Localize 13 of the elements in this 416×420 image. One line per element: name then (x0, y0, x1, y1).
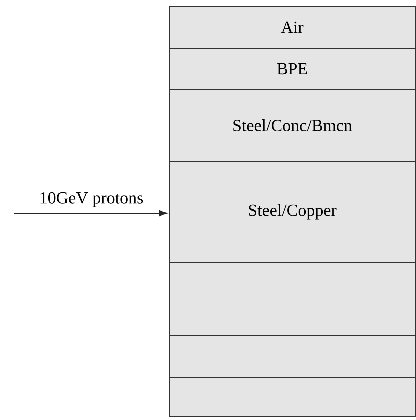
layer-band: Air (169, 6, 416, 49)
edge-label: 10GeV protons (40, 192, 144, 208)
layer-band (169, 262, 416, 336)
layer-band (169, 335, 416, 378)
node-label: BPE (277, 63, 308, 75)
node-label: Steel/Conc/Bmcn (234, 120, 352, 132)
layer-band: BPE (169, 48, 416, 90)
node-label: Air (281, 22, 304, 34)
layer-band (169, 377, 416, 417)
layer-band: Steel/Conc/Bmcn (169, 89, 416, 162)
layer-band: Steel/Copper (169, 161, 416, 263)
arrow (14, 210, 168, 217)
node-label: Steel/Copper (249, 204, 337, 220)
